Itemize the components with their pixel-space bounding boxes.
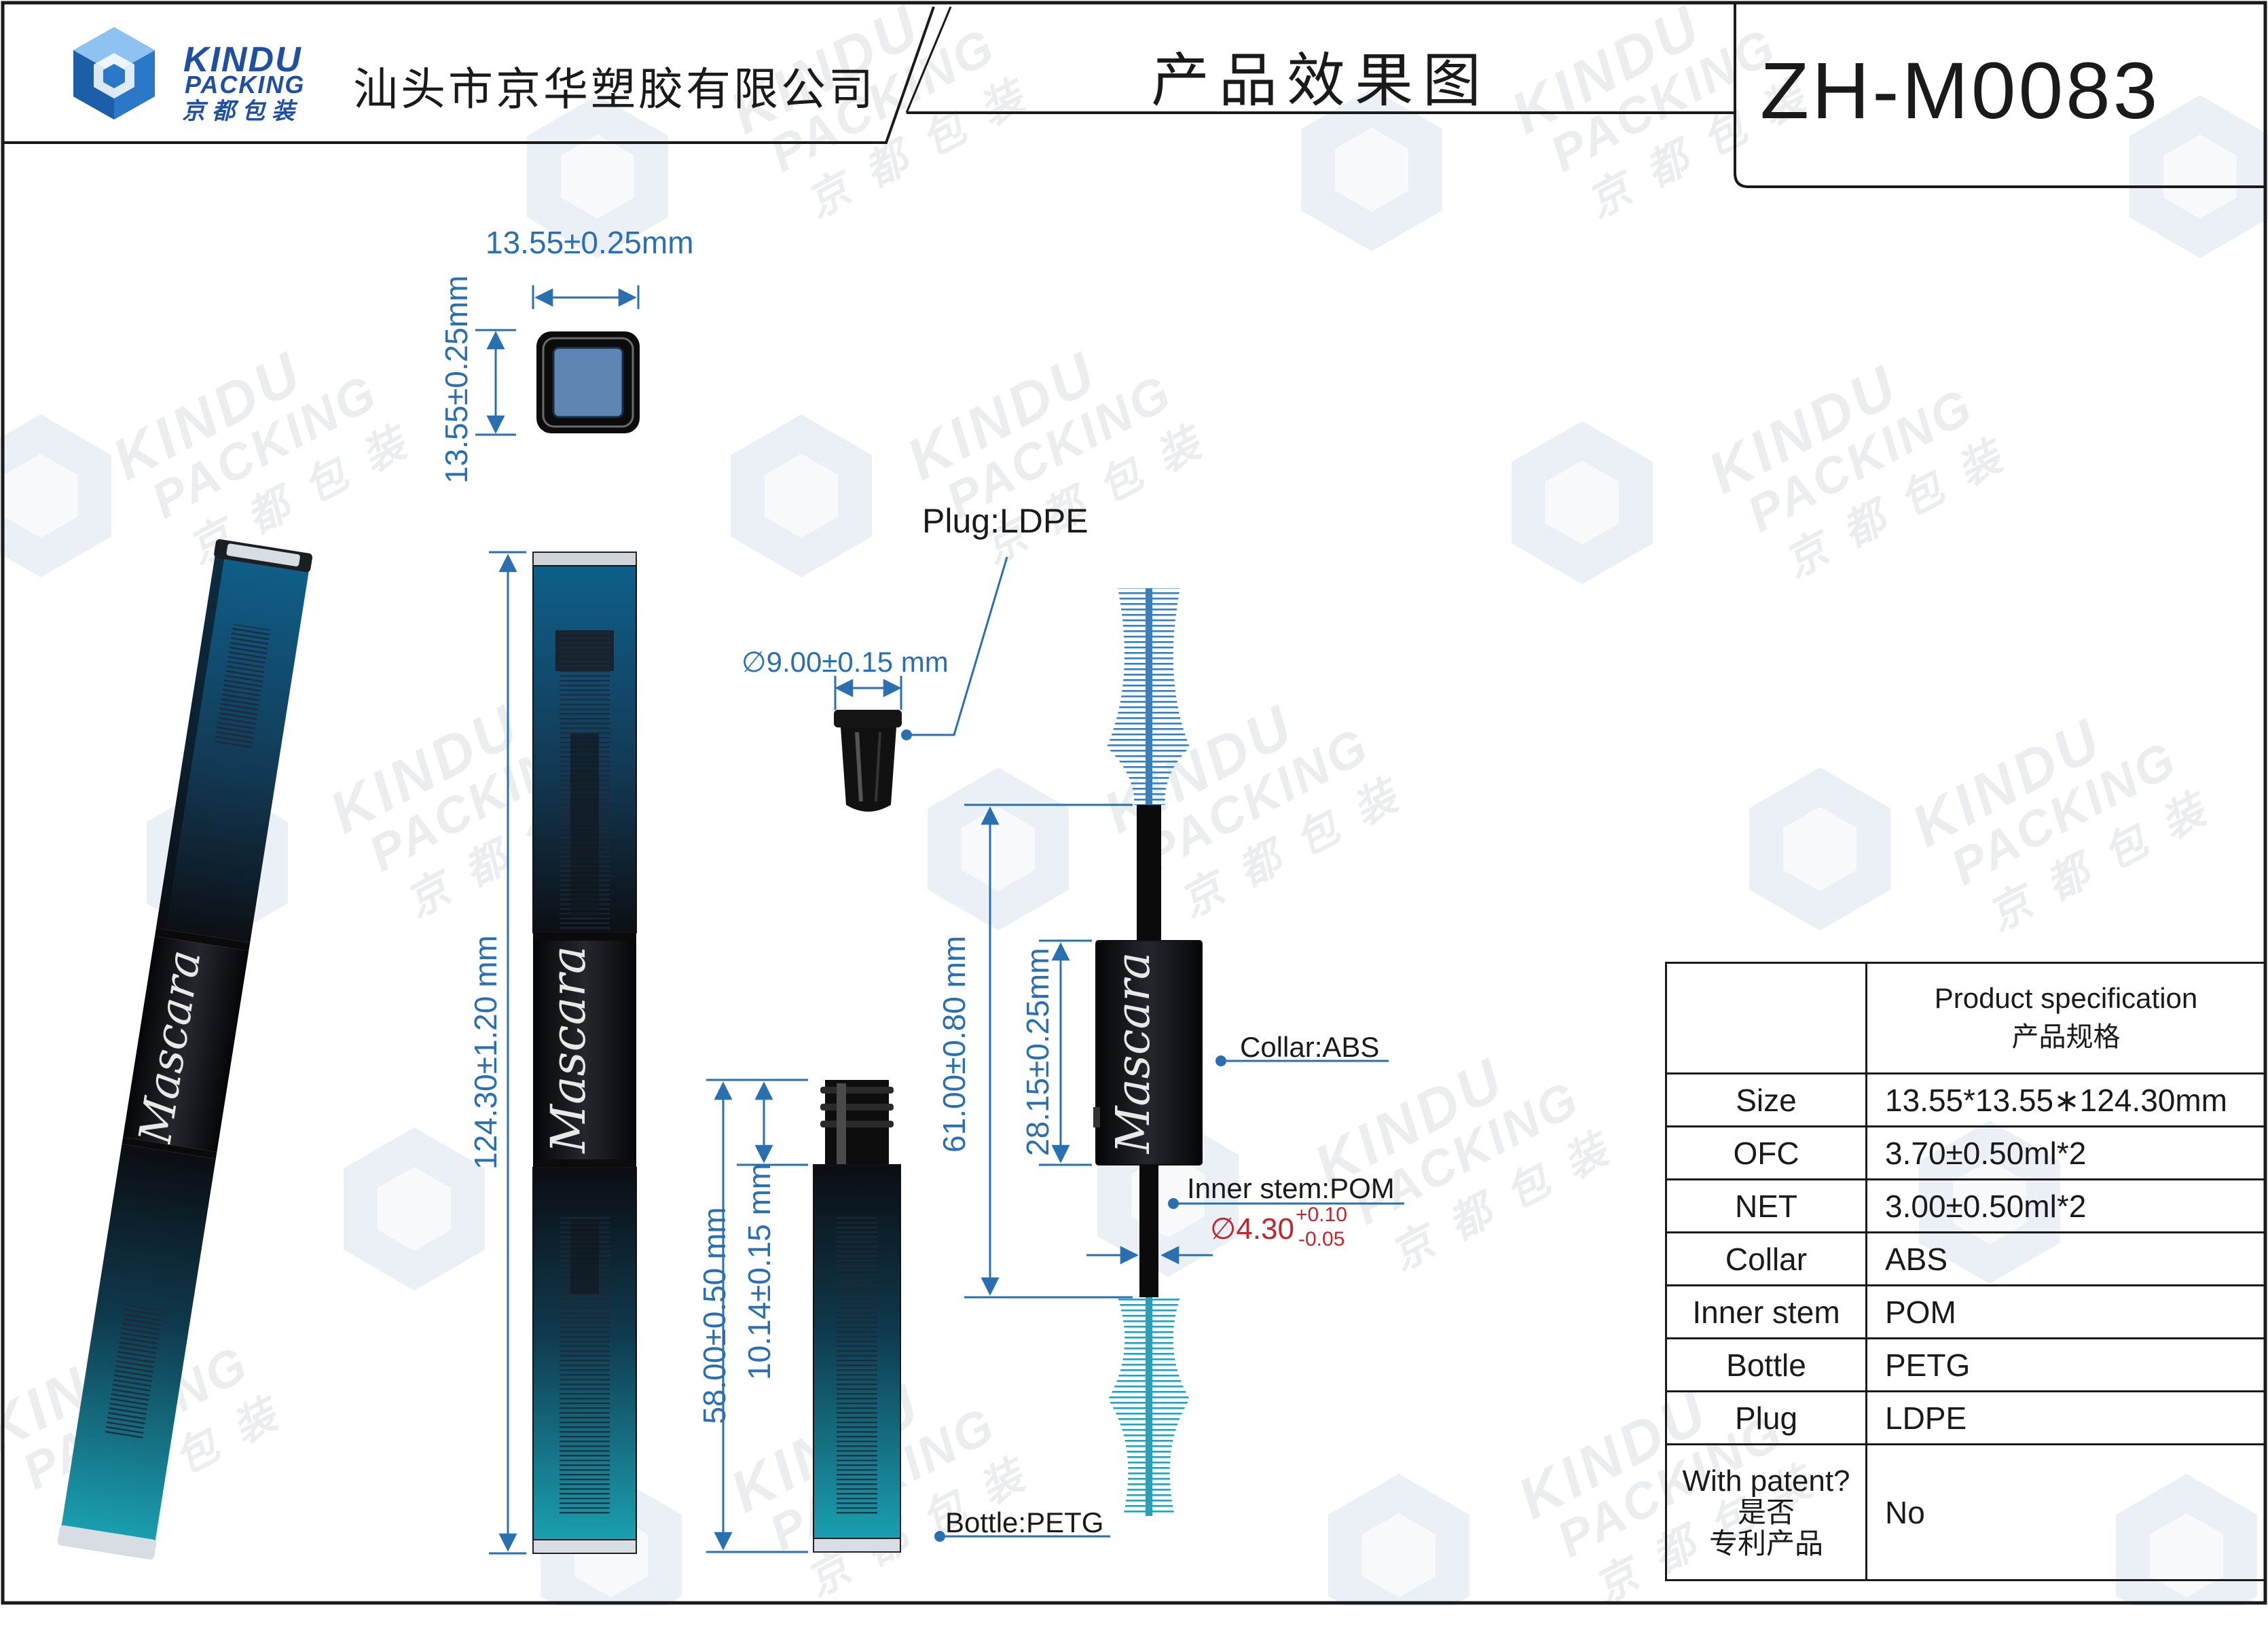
spec-key: OFC	[1665, 1125, 1867, 1180]
spec-key-patent: With patent? 是否 专利产品	[1665, 1443, 1867, 1581]
spec-value-patent: No	[1865, 1443, 2267, 1581]
spec-table-header-row: Product specification 产品规格	[1665, 962, 2267, 1074]
label-inner-stem: Inner stem:POM	[1187, 1172, 1395, 1204]
spec-value: 3.70±0.50ml*2	[1865, 1125, 2267, 1180]
brush-collar-part	[1093, 588, 1203, 1516]
spec-key: Inner stem	[1665, 1284, 1867, 1339]
spec-value: LDPE	[1865, 1390, 2267, 1445]
spec-key: Plug	[1665, 1390, 1867, 1445]
spec-value: ABS	[1865, 1231, 2267, 1286]
spec-table-header-cell: Product specification 产品规格	[1865, 962, 2267, 1074]
company-name: 汕头市京华塑胶有限公司	[353, 63, 876, 115]
spec-key: NET	[1665, 1178, 1867, 1233]
dim-inner-tolerance-plus: +0.10	[1296, 1204, 1347, 1226]
dim-inner-tolerance-minus: -0.05	[1298, 1228, 1345, 1250]
dim-collar-height: 28.15±0.25mm	[1020, 947, 1055, 1156]
product-script-text: Mascara	[1107, 952, 1160, 1155]
top-view	[536, 331, 640, 433]
product-code: ZH-M0083	[1760, 46, 2161, 136]
header-divider	[3, 6, 935, 144]
brand-logo-subtext: PACKING	[185, 71, 306, 98]
label-collar: Collar:ABS	[1240, 1031, 1380, 1063]
plug-part	[834, 710, 902, 812]
dim-inner-diameter: ∅4.30	[1210, 1212, 1294, 1246]
leader-line	[907, 556, 1008, 736]
dim-bottle-height: 58.00±0.50 mm	[697, 1207, 732, 1424]
table-row-patent: With patent? 是否 专利产品 No	[1665, 1443, 2267, 1581]
patent-key-cn1: 是否	[1737, 1495, 1795, 1529]
product-script-text: Mascara	[541, 945, 596, 1154]
dim-top-height: 13.55±0.25mm	[439, 275, 474, 484]
spec-header-cn: 产品规格	[2011, 1022, 2121, 1053]
label-plug: Plug:LDPE	[922, 502, 1089, 540]
spec-value: POM	[1865, 1284, 2267, 1339]
spec-key: Bottle	[1665, 1337, 1867, 1392]
spec-key: Size	[1665, 1072, 1867, 1127]
label-bottle: Bottle:PETG	[945, 1506, 1104, 1538]
code-box-border	[1734, 3, 2265, 188]
dim-plug-diameter: ∅9.00±0.15 mm	[742, 646, 949, 678]
spec-value: 13.55*13.55∗124.30mm	[1865, 1072, 2267, 1127]
brand-logo-cn: 京都包装	[182, 98, 301, 124]
dim-neck-height: 10.14±0.15 mm	[742, 1163, 777, 1380]
perspective-view: Mascara	[57, 539, 313, 1560]
spec-table-corner-cell	[1665, 962, 1867, 1074]
spec-key: Collar	[1665, 1231, 1867, 1286]
dim-top-width: 13.55±0.25mm	[486, 225, 694, 260]
brand-logo-text: KINDU	[183, 40, 302, 79]
bottle-part	[813, 1080, 901, 1553]
patent-key-en: With patent?	[1682, 1464, 1850, 1498]
header-divider	[905, 6, 952, 113]
front-view-assembled	[532, 552, 637, 1554]
dim-stem-height: 61.00±0.80 mm	[936, 935, 972, 1153]
cube-logo-icon	[73, 27, 155, 120]
spec-value: PETG	[1865, 1337, 2267, 1392]
spec-value: 3.00±0.50ml*2	[1865, 1178, 2267, 1233]
page-title: 产品效果图	[1151, 47, 1490, 115]
dim-total-height: 124.30±1.20 mm	[468, 935, 503, 1170]
spec-header-en: Product specification	[1934, 982, 2198, 1014]
patent-key-cn2: 专利产品	[1708, 1526, 1823, 1560]
